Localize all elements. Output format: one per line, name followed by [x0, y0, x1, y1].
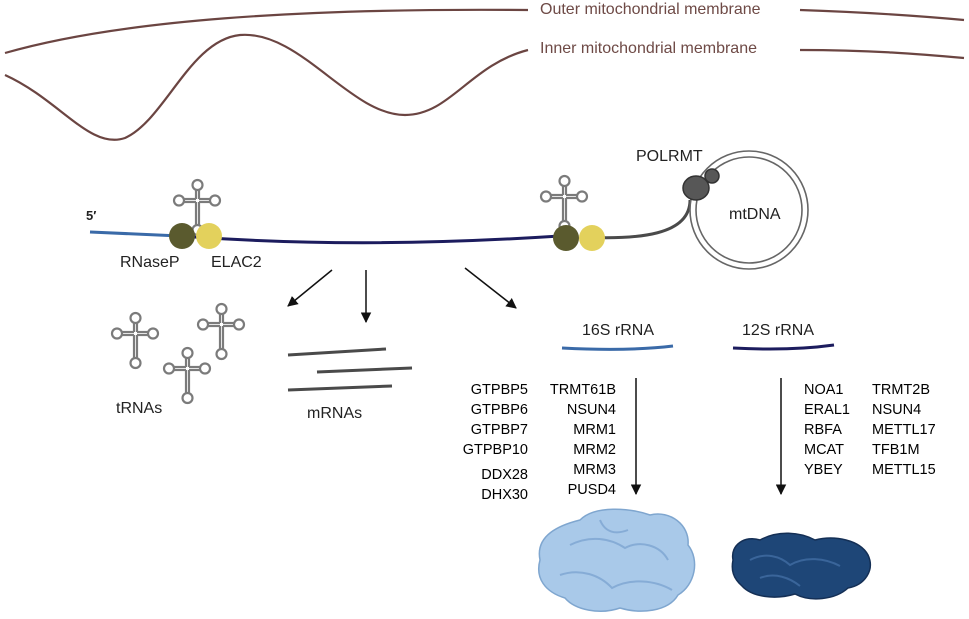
elac2-label: ELAC2	[211, 254, 262, 271]
rnasep-icon	[169, 223, 195, 249]
outer-membrane-right	[799, 8, 965, 22]
rrna-16s-label: 16S rRNA	[582, 322, 655, 339]
mtdna-label: mtDNA	[729, 206, 781, 223]
factor-item: GTPBP10	[462, 442, 528, 458]
trnas-label: tRNAs	[116, 400, 163, 417]
elac2-icon	[196, 223, 222, 249]
inner-membrane-right	[799, 48, 965, 60]
inner-membrane-label: Inner mitochondrial membrane	[540, 40, 757, 57]
factor-item: TRMT2B	[872, 382, 930, 398]
factor-item: METTL15	[872, 462, 936, 478]
factors-16s-col1: GTPBP5 GTPBP6 GTPBP7 GTPBP10 DDX28 DHX30	[440, 380, 528, 505]
polrmt-label: POLRMT	[636, 148, 703, 165]
arrow-to-rrnas	[464, 267, 517, 309]
polycistronic-transcript	[179, 234, 561, 245]
factor-item: MCAT	[804, 442, 845, 458]
arrow-to-trnas	[287, 269, 333, 307]
rrna-12s-label: 12S rRNA	[742, 322, 815, 339]
inner-membrane	[4, 33, 529, 141]
rnasep-label: RNaseP	[120, 254, 180, 271]
factor-item: NSUN4	[566, 402, 616, 418]
rrna-12s-line	[732, 343, 835, 351]
factor-item: MRM3	[573, 462, 616, 478]
factors-16s-col2: TRMT61B NSUN4 MRM1 MRM2 MRM3 PUSD4	[530, 380, 616, 500]
outer-membrane-label: Outer mitochondrial membrane	[540, 1, 761, 18]
factor-item: MRM1	[573, 422, 616, 438]
large-subunit-icon	[538, 508, 696, 612]
rrna-16s-line	[561, 344, 674, 351]
free-trna-2-icon	[196, 302, 246, 361]
factor-item: NSUN4	[872, 402, 922, 418]
factor-item: MRM2	[573, 442, 616, 458]
factors-12s-col2: TRMT2B NSUN4 METTL17 TFB1M METTL15	[872, 380, 936, 480]
mrna-strand-1	[287, 347, 387, 357]
transcript-5prime-segment	[89, 230, 181, 238]
factor-item: GTPBP7	[470, 422, 528, 438]
factor-item: TRMT61B	[549, 382, 616, 398]
polrmt-icon	[682, 168, 720, 201]
elac2-icon-2	[579, 225, 605, 251]
factors-12s-col1: NOA1 ERAL1 RBFA MCAT YBEY	[804, 380, 850, 480]
factor-item: ERAL1	[804, 402, 850, 418]
mtdna-circle-inner	[695, 156, 803, 264]
factor-item: YBEY	[804, 462, 843, 478]
free-trna-3-icon	[162, 346, 212, 405]
mrna-strand-3	[287, 384, 393, 392]
mtdna-circle-outer	[689, 150, 809, 270]
rnasep-icon-2	[553, 225, 579, 251]
trna-on-transcript-2-icon	[539, 174, 589, 233]
factor-item: PUSD4	[567, 482, 616, 498]
factor-item: GTPBP5	[470, 382, 528, 398]
factor-item: DDX28	[481, 467, 528, 483]
factor-item: RBFA	[804, 422, 842, 438]
factor-item: TFB1M	[872, 442, 920, 458]
factor-item: DHX30	[481, 487, 528, 503]
outer-membrane	[4, 8, 529, 55]
factor-item: NOA1	[804, 382, 844, 398]
factor-item: METTL17	[872, 422, 936, 438]
factor-item: GTPBP6	[470, 402, 528, 418]
five-prime-label: 5′	[86, 208, 97, 223]
free-trna-1-icon	[110, 311, 160, 370]
mrna-strand-2	[316, 366, 413, 374]
small-subunit-icon	[731, 532, 871, 600]
mrnas-label: mRNAs	[307, 405, 363, 422]
